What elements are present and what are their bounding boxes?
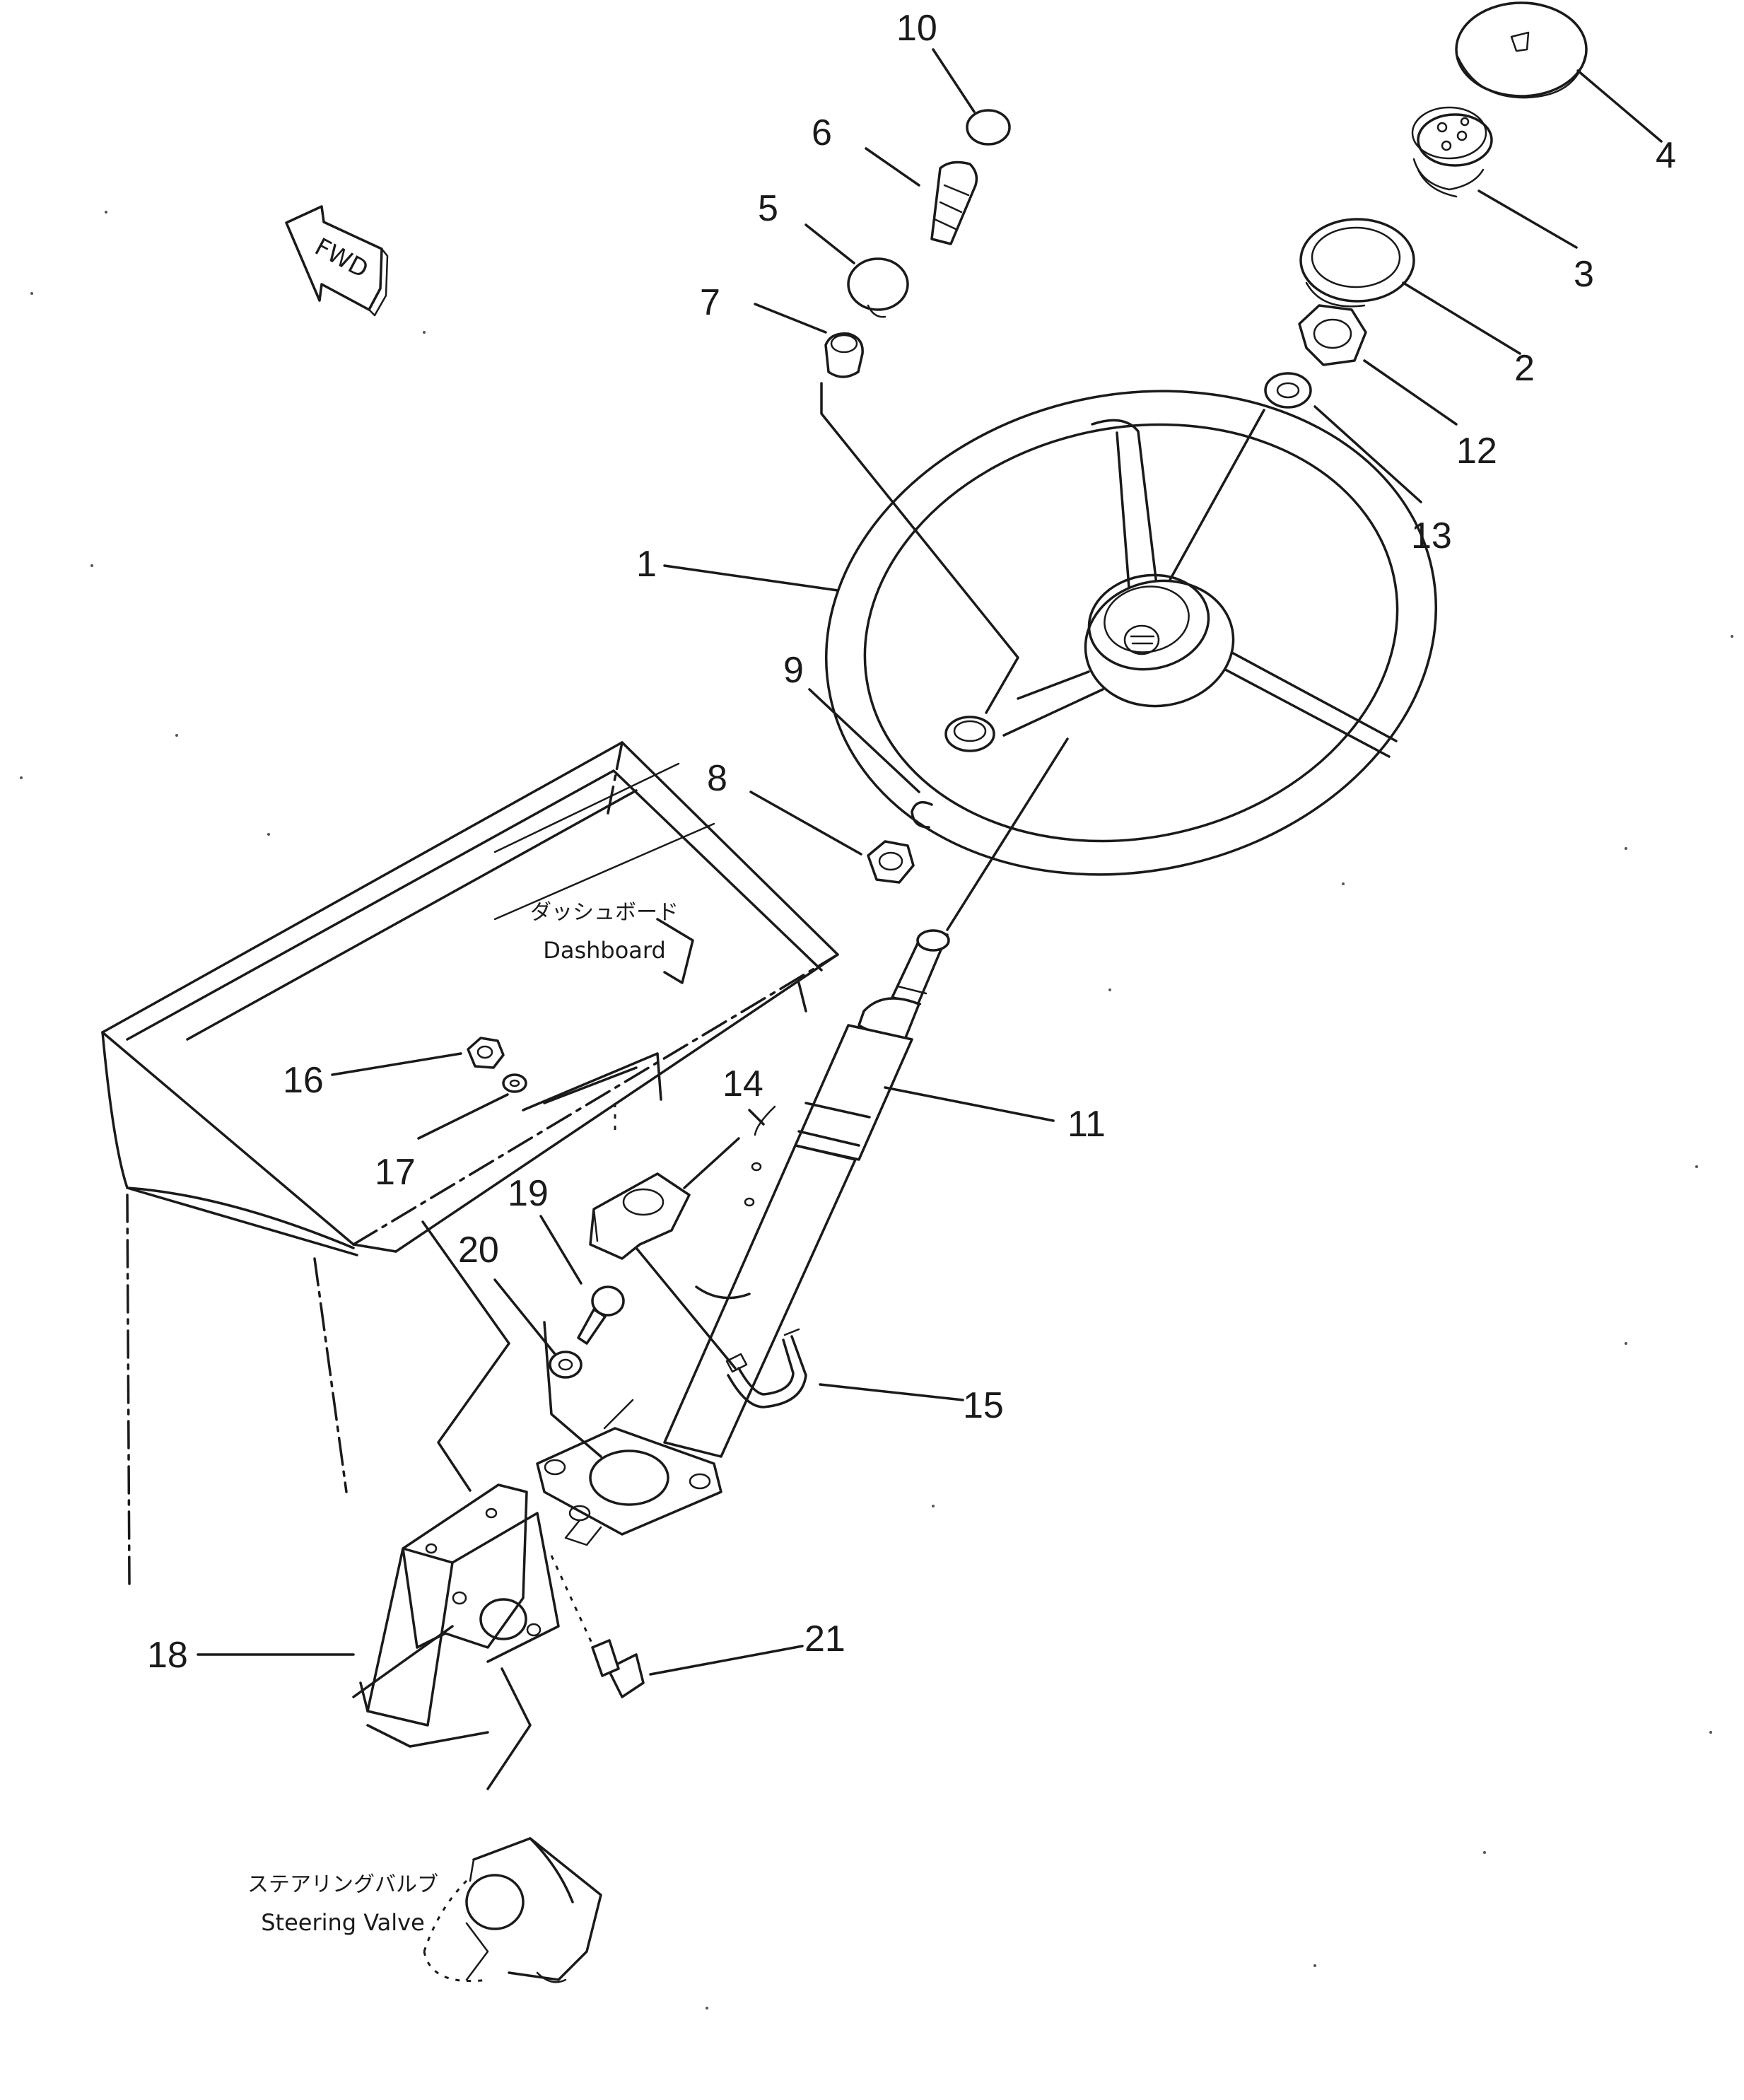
fwd-arrow-icon: FWD [285, 205, 389, 317]
steering-valve-caption-ja: ステアリングバルブ [247, 1872, 438, 1897]
callout-10: 10 [896, 8, 937, 49]
callout-1: 1 [636, 544, 657, 585]
steering-valve-drawing [423, 1837, 602, 1983]
dashboard-caption-en: Dashboard [543, 937, 666, 964]
leader-lines [197, 48, 1663, 1676]
callout-labels: 1 2 3 4 5 6 7 8 9 10 11 12 13 14 15 16 1… [147, 8, 1676, 1676]
callout-9: 9 [783, 650, 804, 691]
callout-16: 16 [283, 1060, 324, 1101]
callout-17: 17 [375, 1152, 416, 1193]
bushing-7-drawing [824, 332, 864, 378]
bracket-drawing [352, 1483, 560, 1748]
callout-18: 18 [147, 1635, 188, 1676]
nut-16-drawing [467, 1037, 505, 1069]
steering-wheel-drawing [825, 390, 1437, 876]
clip-9-drawing [911, 800, 933, 829]
dashboard-drawing [101, 741, 839, 1585]
callout-3: 3 [1574, 254, 1594, 295]
callout-7: 7 [700, 282, 720, 323]
column-clamp-drawing [589, 1172, 691, 1260]
scan-speckles [20, 211, 1733, 2009]
callout-6: 6 [812, 112, 832, 153]
callout-15: 15 [963, 1385, 1004, 1426]
callout-21: 21 [804, 1618, 845, 1659]
callout-12: 12 [1456, 431, 1497, 472]
callout-20: 20 [458, 1230, 499, 1271]
callout-13: 13 [1411, 515, 1452, 556]
horn-contact-drawing [1411, 106, 1493, 198]
callout-8: 8 [707, 758, 727, 799]
steering-valve-caption: ステアリングバルブ Steering Valve [247, 1872, 438, 1936]
callout-5: 5 [758, 188, 778, 229]
callout-2: 2 [1514, 348, 1535, 389]
callout-11: 11 [1067, 1104, 1106, 1145]
callout-14: 14 [722, 1063, 763, 1104]
bolt-21-drawing [591, 1639, 645, 1698]
u-bolt-drawing [725, 1328, 807, 1408]
callout-19: 19 [508, 1173, 549, 1214]
callout-4: 4 [1656, 135, 1676, 176]
bolt-6-drawing [930, 161, 978, 245]
ring-drawing [1299, 218, 1415, 308]
nut-8-drawing [867, 840, 915, 884]
steering-valve-caption-en: Steering Valve [261, 1909, 425, 1936]
cap-10-drawing [966, 109, 1011, 146]
washer-17-drawing [502, 1073, 527, 1093]
bolt-19-drawing [577, 1285, 625, 1345]
nut-12-drawing [1298, 304, 1367, 366]
dashboard-caption: ダッシュボード Dashboard [530, 900, 679, 964]
knob-5-drawing [847, 257, 909, 318]
washer-13-drawing [1264, 372, 1312, 409]
steering-column-drawing [536, 929, 950, 1546]
horn-cap-drawing [1455, 1, 1588, 99]
washer-20-drawing [549, 1351, 583, 1379]
dashboard-caption-ja: ダッシュボード [530, 900, 679, 925]
